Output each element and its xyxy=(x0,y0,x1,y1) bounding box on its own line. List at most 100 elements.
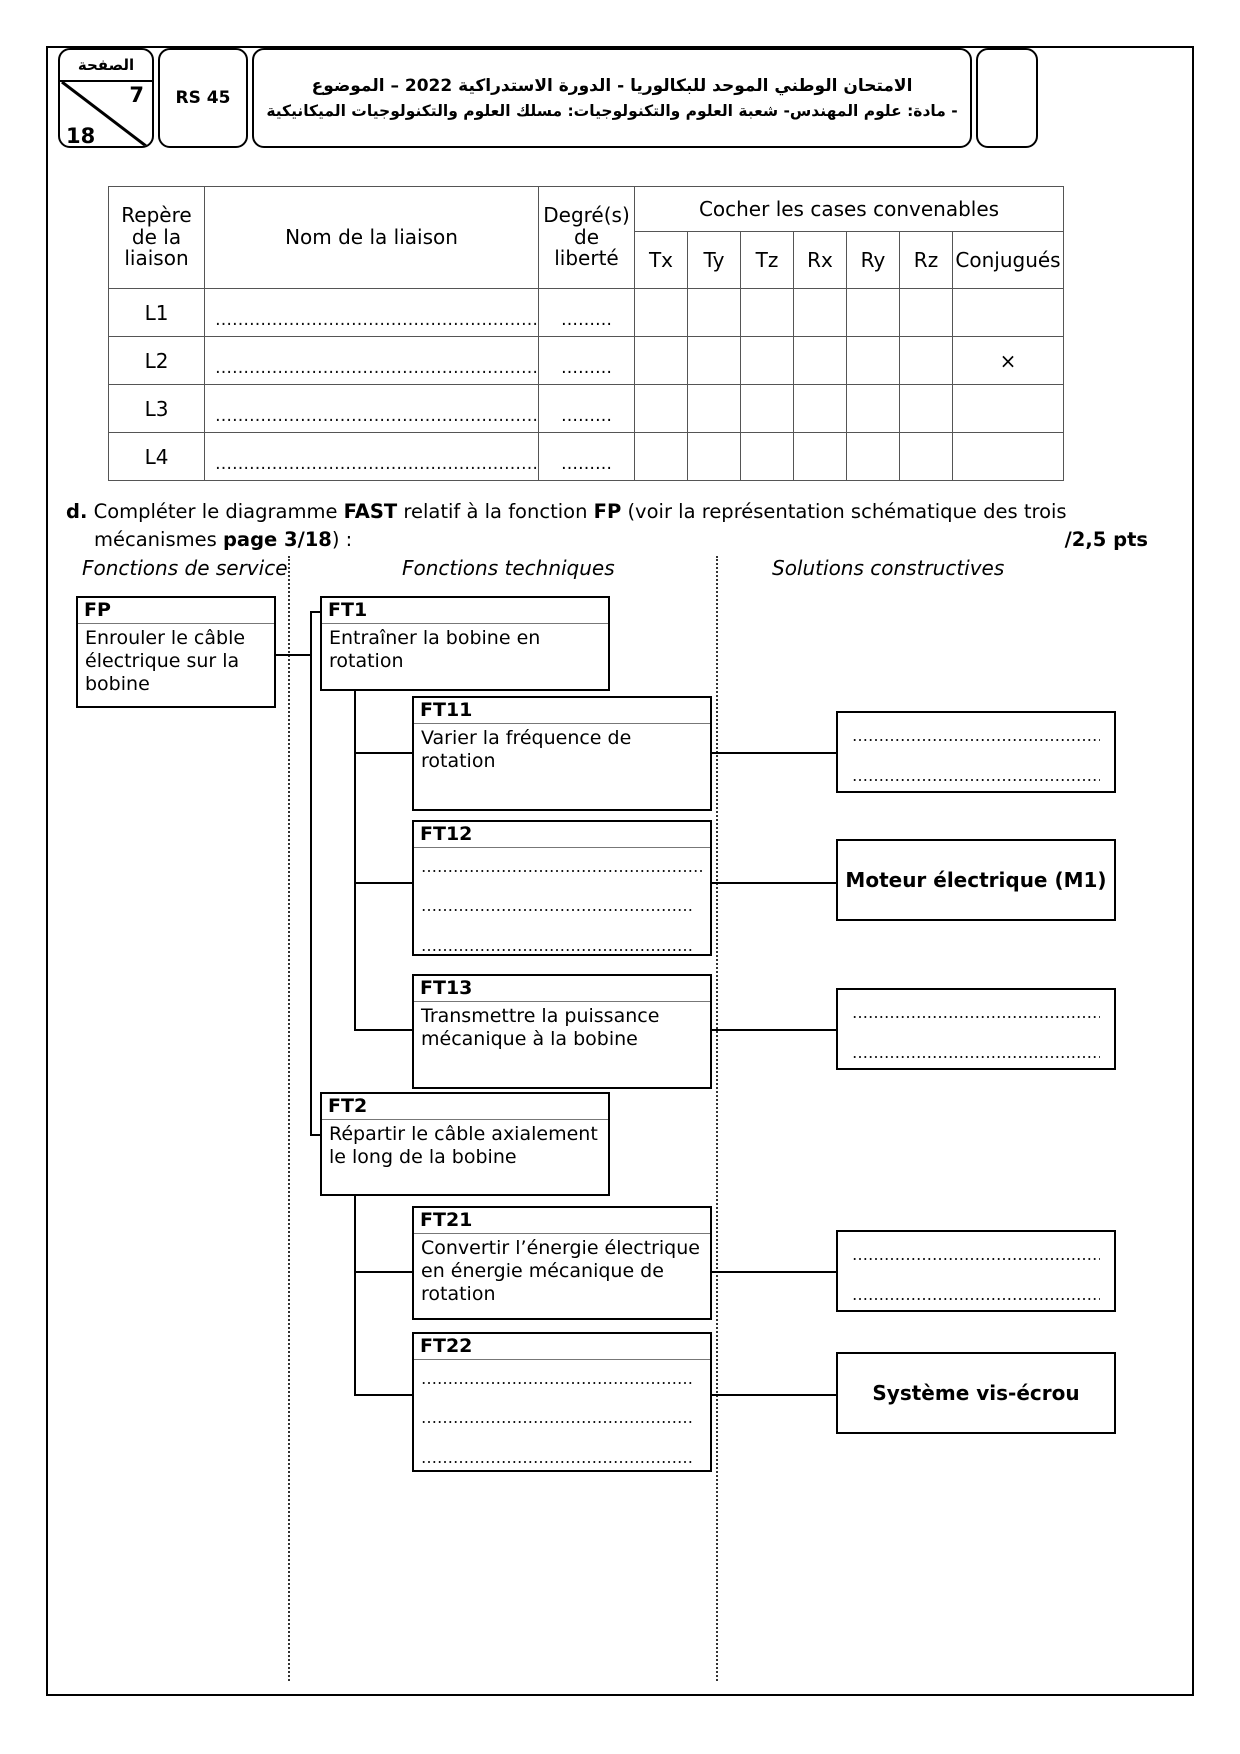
connector-ft1-to-ft12 xyxy=(354,882,414,884)
dots-line: …………………………………………… xyxy=(421,1369,693,1388)
cell-ty[interactable] xyxy=(687,432,741,481)
header-empty-box xyxy=(976,48,1038,148)
cell-conjugues[interactable] xyxy=(952,384,1064,433)
box-solution-ft11[interactable]: ………………………………………………………… ……………………………………………… xyxy=(836,711,1116,793)
connector-ft2-to-ft22 xyxy=(354,1394,414,1396)
fast-diagram: Fonctions de service Fonctions technique… xyxy=(66,556,1176,1686)
cell-degres[interactable]: ……… xyxy=(538,432,635,481)
cell-degres[interactable]: ……… xyxy=(538,288,635,337)
cell-conjugues[interactable]: × xyxy=(952,336,1064,385)
solution-ft12-text: Moteur électrique (M1) xyxy=(845,868,1107,892)
cell-ry[interactable] xyxy=(846,384,900,433)
box-solution-ft21[interactable]: ………………………………………………………… ……………………………………………… xyxy=(836,1230,1116,1312)
cell-nom[interactable]: ………………………………………………… xyxy=(204,336,539,385)
connector-ft1-to-ft13 xyxy=(354,1029,414,1031)
dots-line: ………………………………………………………… xyxy=(421,857,703,876)
box-ft21-code: FT21 xyxy=(414,1208,710,1234)
box-solution-ft12[interactable]: Moteur électrique (M1) xyxy=(836,839,1116,921)
box-ft22[interactable]: FT22 …………………………………………… ……………………………………………… xyxy=(412,1332,712,1472)
cell-repere: L2 xyxy=(108,336,205,385)
table-header-row-1: Repère de la liaison Nom de la liaison D… xyxy=(108,186,1064,289)
cell-rx[interactable] xyxy=(793,432,847,481)
box-ft13[interactable]: FT13 Transmettre la puissance mécanique … xyxy=(412,974,712,1089)
question-text-e: ) : xyxy=(331,527,353,551)
connector-ft1-to-ft11 xyxy=(354,752,414,754)
column-title-fonctions-service: Fonctions de service xyxy=(82,556,288,580)
cell-rz[interactable] xyxy=(899,288,953,337)
question-bold-fast: FAST xyxy=(343,500,398,523)
th-rz: Rz xyxy=(899,231,953,289)
cell-rz[interactable] xyxy=(899,432,953,481)
box-solution-ft22[interactable]: Système vis-écrou xyxy=(836,1352,1116,1434)
box-ft2[interactable]: FT2 Répartir le câble axialement le long… xyxy=(320,1092,610,1196)
cell-degres[interactable]: ……… xyxy=(538,384,635,433)
cell-rx[interactable] xyxy=(793,384,847,433)
cell-rx[interactable] xyxy=(793,336,847,385)
box-fp[interactable]: FP Enrouler le câble électrique sur la b… xyxy=(76,596,276,708)
cell-ry[interactable] xyxy=(846,288,900,337)
box-fp-code: FP xyxy=(78,598,274,624)
dots-line: …………………………………………… xyxy=(421,1449,693,1467)
th-tz: Tz xyxy=(740,231,794,289)
cell-tz[interactable] xyxy=(740,384,794,433)
th-repere-l2: de la xyxy=(131,224,182,249)
box-ft1-code: FT1 xyxy=(322,598,608,624)
cell-degres[interactable]: ……… xyxy=(538,336,635,385)
connector-ft12-to-solution xyxy=(712,882,836,884)
cell-tx[interactable] xyxy=(634,288,688,337)
exam-header: الصفحة 7 18 RS 45 الامتحان الوطني الموحد… xyxy=(46,46,1194,151)
box-ft1[interactable]: FT1 Entraîner la bobine en rotation xyxy=(320,596,610,691)
cell-conjugues[interactable] xyxy=(952,432,1064,481)
exam-title-line2: - مادة: علوم المهندس- شعبة العلوم والتكن… xyxy=(266,102,958,120)
cell-repere: L1 xyxy=(108,288,205,337)
dots-nom: ………………………………………………… xyxy=(215,405,538,426)
connector-fp-vertical xyxy=(310,611,312,1136)
question-points: /2,5 pts xyxy=(1064,527,1148,551)
connector-ft2-to-ft21 xyxy=(354,1271,414,1273)
cell-ry[interactable] xyxy=(846,336,900,385)
page-numbers: 7 18 xyxy=(60,82,152,148)
table-row: L3 ………………………………………………… ……… xyxy=(108,384,1064,433)
cell-tz[interactable] xyxy=(740,288,794,337)
cell-tx[interactable] xyxy=(634,432,688,481)
th-cocher: Cocher les cases convenables xyxy=(634,186,1064,232)
dots-nom: ………………………………………………… xyxy=(215,453,538,474)
cell-nom[interactable]: ………………………………………………… xyxy=(204,432,539,481)
cell-tz[interactable] xyxy=(740,432,794,481)
cell-conjugues[interactable] xyxy=(952,288,1064,337)
cell-rz[interactable] xyxy=(899,336,953,385)
box-ft12[interactable]: FT12 ………………………………………………………… ………………………………… xyxy=(412,820,712,956)
box-ft21[interactable]: FT21 Convertir l’énergie électrique en é… xyxy=(412,1206,712,1320)
cell-rz[interactable] xyxy=(899,384,953,433)
question-bold-fp: FP xyxy=(593,500,622,523)
cell-repere: L4 xyxy=(108,432,205,481)
th-repere: Repère de la liaison xyxy=(108,186,205,289)
cell-ty[interactable] xyxy=(687,384,741,433)
dots-line: ………………………………………………………… xyxy=(852,727,1100,745)
box-solution-ft13[interactable]: ………………………………………………………… ……………………………………………… xyxy=(836,988,1116,1070)
page-indicator-box: الصفحة 7 18 xyxy=(58,48,154,148)
cell-ty[interactable] xyxy=(687,288,741,337)
box-ft22-text: …………………………………………… …………………………………………… …………… xyxy=(414,1360,710,1470)
dots-line: ………………………………………………………… xyxy=(852,766,1100,785)
th-ry: Ry xyxy=(846,231,900,289)
connector-ft13-to-solution xyxy=(712,1029,836,1031)
box-ft11[interactable]: FT11 Varier la fréquence de rotation xyxy=(412,696,712,811)
cell-tz[interactable] xyxy=(740,336,794,385)
cell-tx[interactable] xyxy=(634,336,688,385)
solution-ft21-lines: ………………………………………………………… ……………………………………………… xyxy=(838,1232,1114,1303)
exam-code: RS 45 xyxy=(158,48,248,148)
th-degres-l2: de xyxy=(574,224,599,249)
dots-line: ………………………………………………………… xyxy=(852,1285,1100,1304)
connector-ft22-to-solution xyxy=(712,1394,836,1396)
th-repere-l1: Repère xyxy=(121,203,192,228)
cell-rx[interactable] xyxy=(793,288,847,337)
cell-ty[interactable] xyxy=(687,336,741,385)
box-ft21-text: Convertir l’énergie électrique en énergi… xyxy=(421,1236,700,1306)
cell-tx[interactable] xyxy=(634,384,688,433)
page-total: 18 xyxy=(66,124,96,148)
cell-nom[interactable]: ………………………………………………… xyxy=(204,384,539,433)
cell-nom[interactable]: ………………………………………………… xyxy=(204,288,539,337)
page-label: الصفحة xyxy=(60,50,152,82)
cell-ry[interactable] xyxy=(846,432,900,481)
